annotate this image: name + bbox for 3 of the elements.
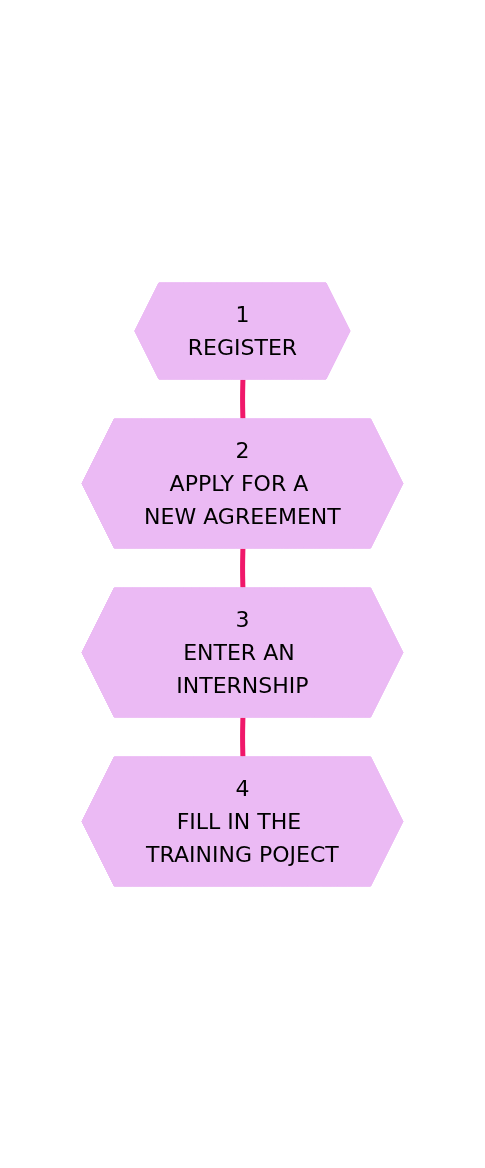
connector xyxy=(240,378,246,420)
connector xyxy=(240,547,246,589)
connector xyxy=(240,716,246,758)
